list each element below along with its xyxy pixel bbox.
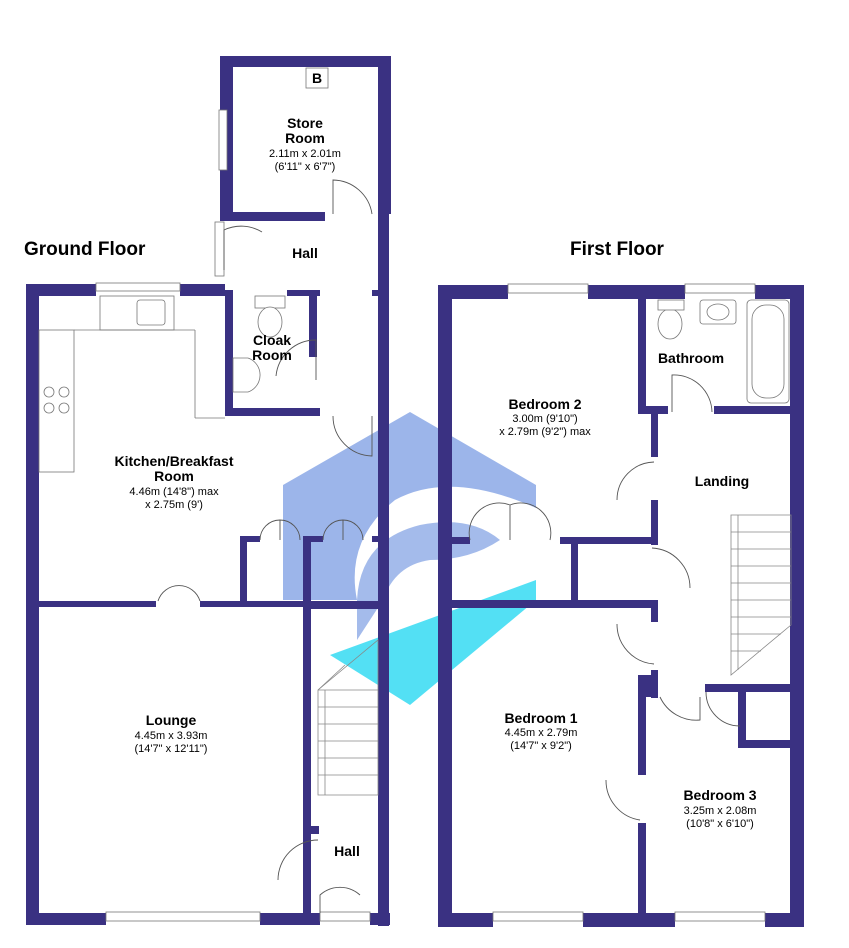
ground-floor-title: Ground Floor — [24, 239, 146, 260]
cloak-room-name-line2: Room — [252, 347, 292, 363]
kitchen-name-line2: Room — [154, 468, 194, 484]
bedroom2-dims-line2: x 2.79m (9'2") max — [499, 426, 591, 438]
ground-floor-stairs — [317, 639, 379, 796]
landing-label: Landing — [695, 473, 749, 489]
boiler-label: B — [312, 70, 322, 86]
bedroom3-dims-imperial: (10'8" x 6'10") — [686, 818, 754, 830]
bedroom1-dims-imperial: (14'7" x 9'2") — [510, 740, 572, 752]
hall-upper-label: Hall — [292, 245, 318, 261]
ground-floor-walls — [26, 56, 391, 926]
watermark-logo — [283, 412, 536, 705]
first-floor-stairs — [730, 514, 792, 676]
kitchen-dims-line1: 4.46m (14'8") max — [129, 486, 219, 498]
cloak-room-name-line1: Cloak — [253, 332, 291, 348]
first-floor-windows — [492, 283, 766, 922]
kitchen-dims-line2: x 2.75m (9') — [145, 499, 203, 511]
first-floor-doors — [468, 374, 741, 821]
first-floor-walls — [438, 285, 804, 927]
ground-floor-windows — [95, 109, 371, 922]
store-room-name-line2: Room — [285, 130, 325, 146]
lounge-name: Lounge — [146, 712, 197, 728]
bathroom-label: Bathroom — [658, 350, 724, 366]
lounge-dims-imperial: (14'7" x 12'11") — [135, 743, 208, 755]
bedroom2-name: Bedroom 2 — [508, 396, 581, 412]
store-room-dims-imperial: (6'11" x 6'7") — [275, 161, 336, 173]
ground-floor-doors — [157, 179, 373, 913]
store-room-name-line1: Store — [287, 115, 323, 131]
kitchen-name-line1: Kitchen/Breakfast — [114, 453, 233, 469]
ground-floor-fixtures — [38, 67, 329, 473]
boiler-box — [305, 67, 329, 89]
lounge-dims-metric: 4.45m x 3.93m — [135, 730, 208, 742]
store-room-dims-metric: 2.11m x 2.01m — [269, 148, 341, 160]
bedroom1-dims-metric: 4.45m x 2.79m — [505, 727, 578, 739]
first-floor-title: First Floor — [570, 239, 665, 260]
bedroom3-name: Bedroom 3 — [683, 787, 756, 803]
bedroom1-name: Bedroom 1 — [504, 710, 577, 726]
bedroom2-dims-line1: 3.00m (9'10") — [512, 413, 577, 425]
first-floor-fixtures — [657, 299, 790, 404]
bedroom3-dims-metric: 3.25m x 2.08m — [684, 805, 757, 817]
hall-lower-label: Hall — [334, 843, 360, 859]
